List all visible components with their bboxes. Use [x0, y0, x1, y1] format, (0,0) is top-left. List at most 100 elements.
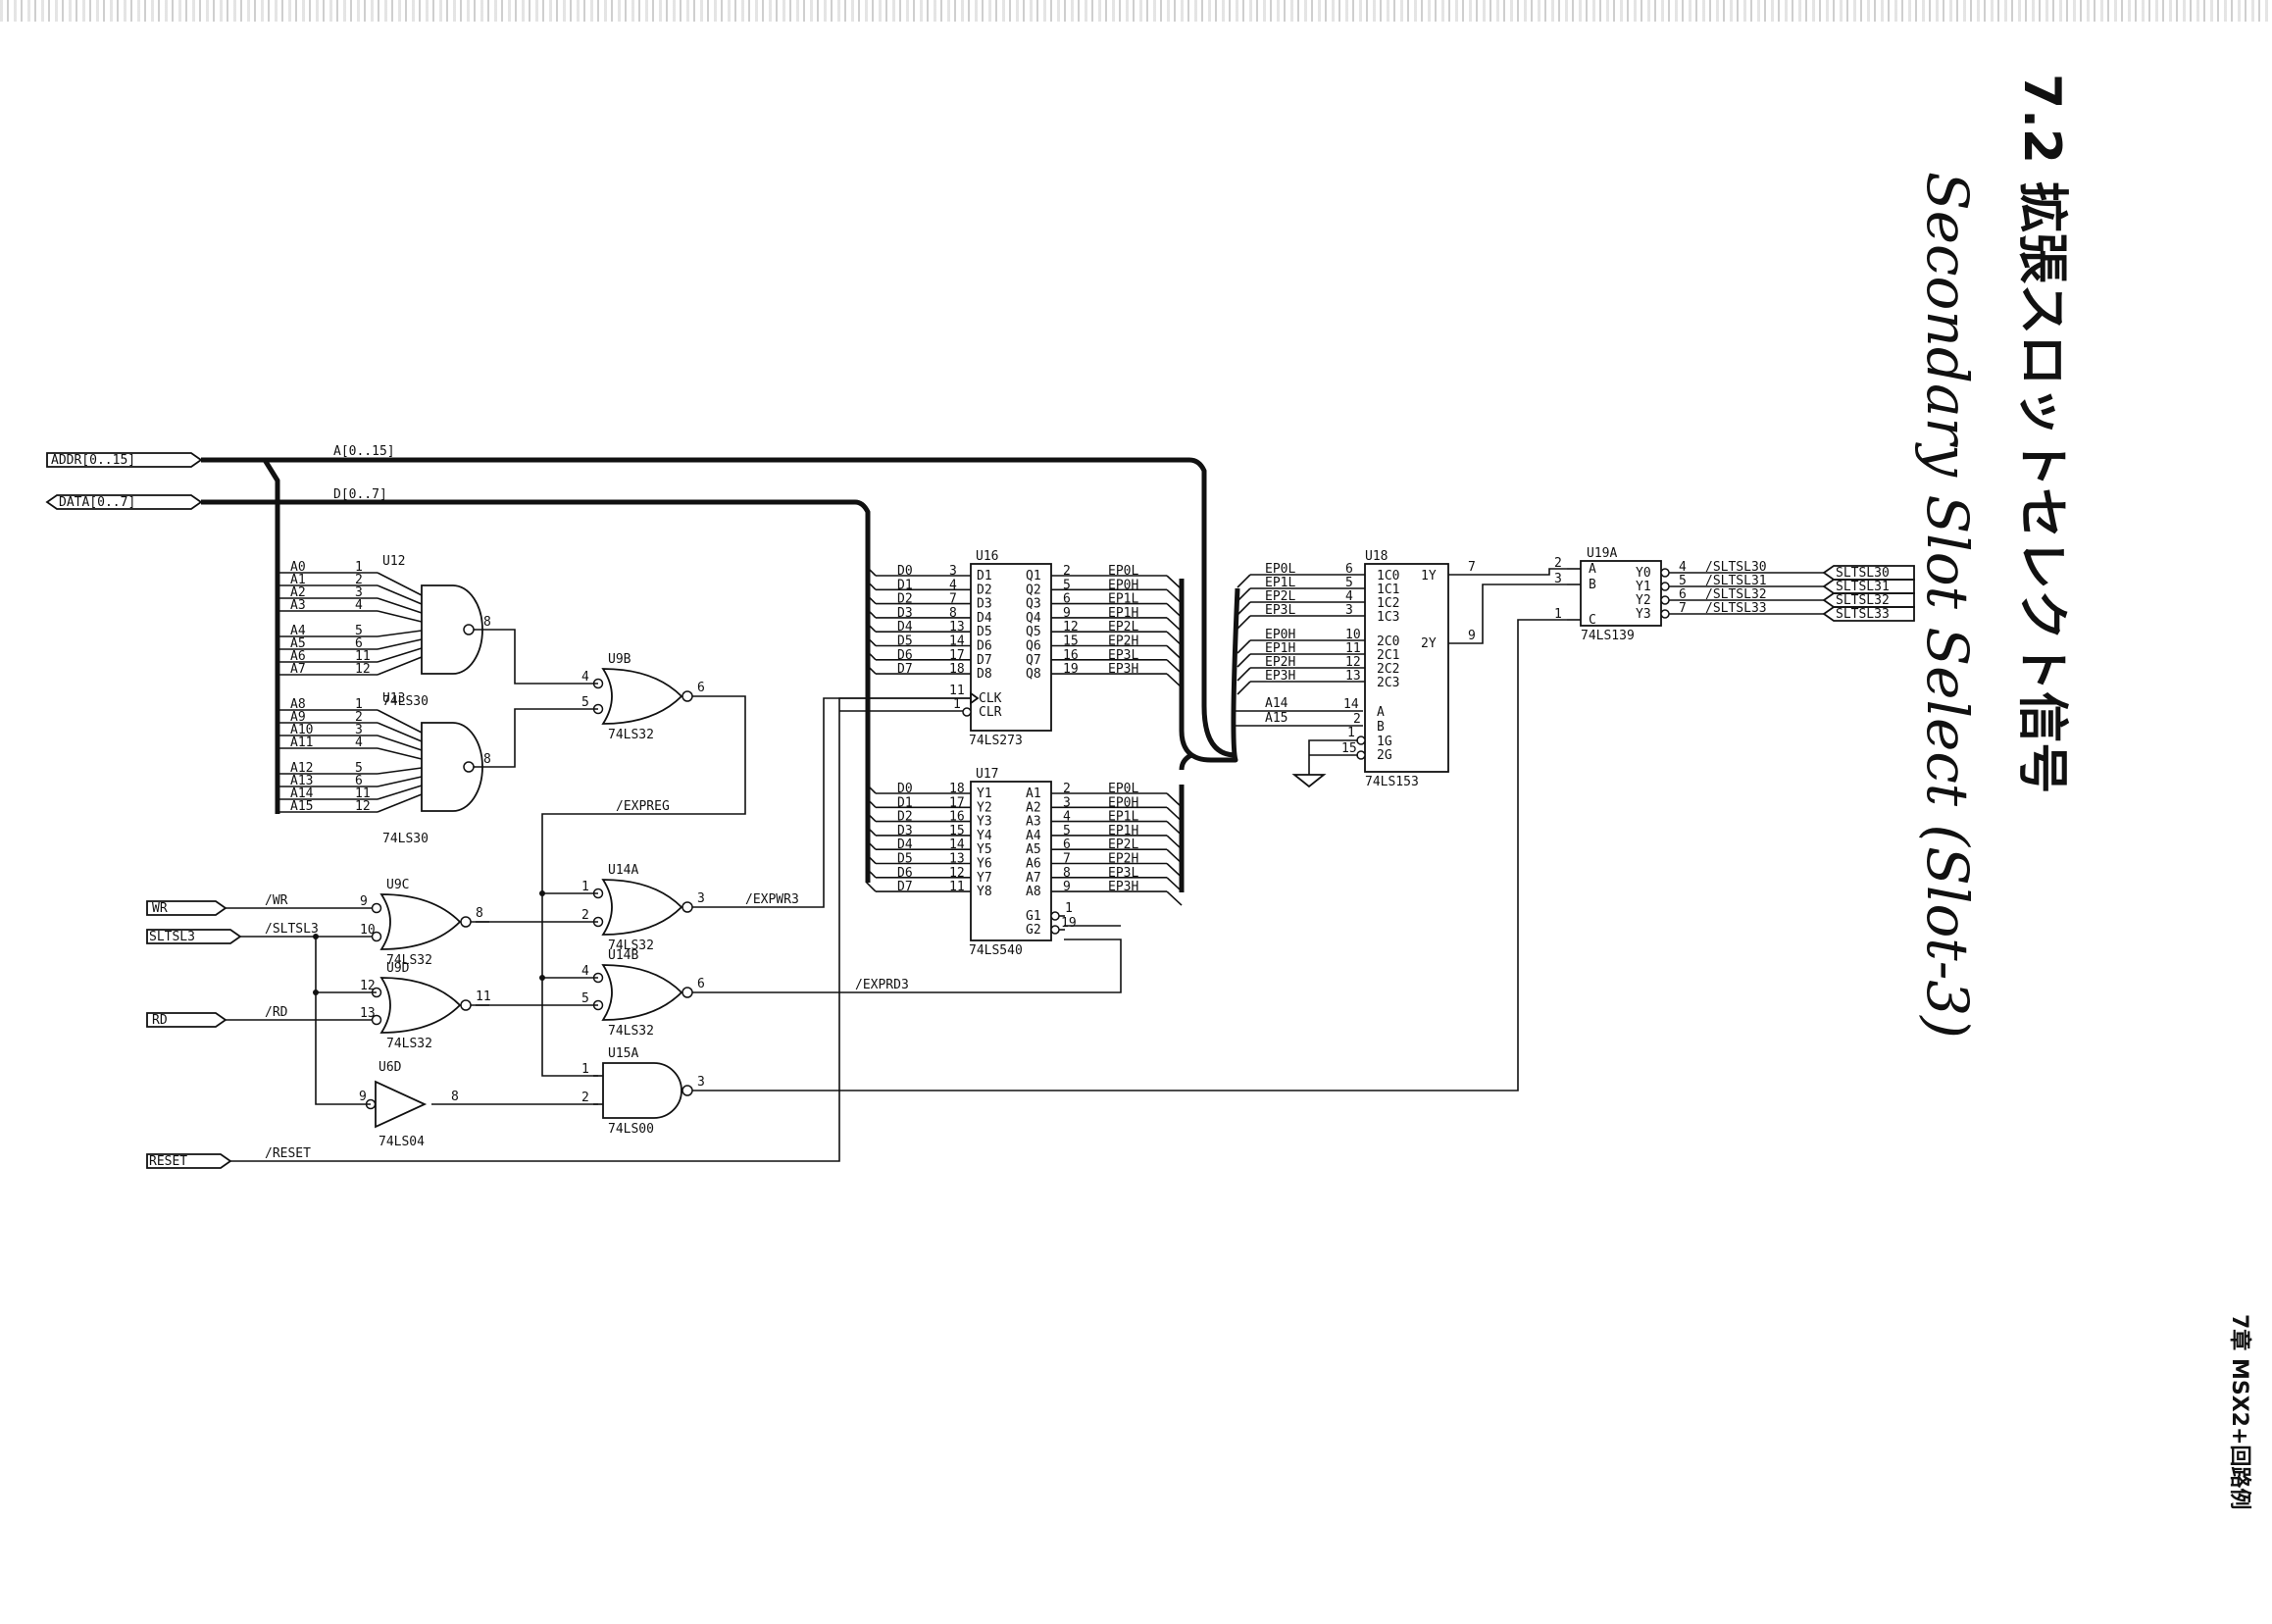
part-ref: U12 [382, 554, 405, 569]
bus-entry [865, 649, 877, 661]
pin-number: 10 [360, 923, 376, 938]
net-label: D6 [897, 866, 913, 881]
bus-entry [1237, 587, 1251, 602]
pin-name: Y2 [977, 800, 992, 815]
pin-number: 10 [1345, 628, 1361, 642]
net-label: /SLTSL30 [1705, 560, 1767, 575]
bus-entry [1166, 588, 1183, 604]
pin-number: 9 [359, 1090, 367, 1104]
part-type: 74LS30 [382, 832, 429, 846]
pin-name: Y8 [977, 885, 992, 899]
net-exprd3-label: /EXPRD3 [855, 978, 909, 992]
part-type: 74LS139 [1581, 629, 1635, 643]
bus-entry [1237, 639, 1251, 654]
bus-entry [1166, 631, 1183, 646]
pin-number: 6 [697, 977, 705, 991]
bus-entry [1237, 667, 1251, 682]
pin-number: 4 [581, 670, 589, 685]
part-type: 74LS32 [608, 939, 654, 953]
net-label: D2 [897, 592, 913, 607]
pin-number: 5 [1063, 578, 1071, 592]
ep-bus [1179, 579, 1240, 892]
part-ref: U16 [976, 549, 998, 564]
pin-number: 16 [949, 810, 965, 825]
pin-name: A2 [1026, 800, 1041, 815]
pin-number: 15 [1341, 741, 1357, 756]
pin-number: 3 [1554, 572, 1562, 586]
net-label: D3 [897, 606, 913, 621]
fan-line [377, 656, 423, 676]
inversion-bubble [1050, 911, 1060, 921]
net-label: EP1L [1108, 592, 1138, 607]
bus-entry [865, 634, 877, 647]
pin-number: 17 [949, 795, 965, 810]
net-label: D2 [897, 810, 913, 825]
net-label: EP3L [1108, 648, 1138, 663]
net-label: EP2H [1108, 852, 1138, 867]
pin-number: 5 [581, 991, 589, 1006]
net-label: D3 [897, 824, 913, 838]
net-a15-label: A15 [1265, 711, 1287, 726]
fan-line [377, 597, 423, 614]
port-addr-label: ADDR[0..15] [51, 453, 135, 468]
addr-bus-label: A[0..15] [333, 444, 395, 459]
ic-body [970, 781, 1052, 941]
logic-gates: 456U9B74LS329108U9C74LS32121311U9D74LS32… [359, 652, 711, 1149]
pin-number: 6 [355, 636, 363, 651]
part-type: 74LS273 [969, 734, 1023, 748]
inversion-bubble [371, 931, 382, 942]
net-label: EP0H [1108, 795, 1138, 810]
port-rd-label: RD [152, 1013, 168, 1028]
port-sltsl3: SLTSL3 /SLTSL3 [146, 922, 377, 944]
pin-number: 14 [949, 837, 965, 852]
pin-number: 4 [1345, 589, 1353, 604]
part-type: 74LS540 [969, 943, 1023, 958]
pin-name: Y3 [1636, 607, 1651, 622]
bus-entry [1166, 806, 1183, 822]
pin-number: 12 [1063, 620, 1079, 634]
inversion-bubble [1356, 736, 1366, 745]
pin-name: Y1 [977, 787, 992, 801]
fan-line [377, 776, 423, 787]
scan-noise-strip [0, 0, 2272, 22]
pin-number: 11 [355, 649, 371, 664]
pin-name: Y5 [977, 842, 992, 857]
address-pin-label: A10 [290, 723, 313, 737]
net-label: D0 [897, 564, 913, 579]
pin-number: 5 [1679, 574, 1687, 588]
pin-number: 3 [1063, 795, 1071, 810]
pin-number: 13 [949, 852, 965, 867]
pin-number: 8 [949, 606, 957, 621]
pin-number: 18 [949, 662, 965, 677]
net-label: EP0H [1108, 578, 1138, 592]
pin-name: D6 [977, 639, 992, 654]
ic-body [970, 563, 1052, 732]
net-label: EP1L [1265, 576, 1295, 590]
pin-number: 8 [451, 1090, 459, 1104]
part-type: 74LS30 [382, 694, 429, 709]
pin-name: D3 [977, 597, 992, 612]
pin-name: Q2 [1026, 583, 1041, 597]
bus-entry [865, 607, 877, 619]
clock-marker [970, 691, 980, 705]
pin-number: 11 [1345, 641, 1361, 656]
nand-gate-body [421, 722, 483, 812]
fan-line [377, 747, 423, 760]
net-label: EP1L [1108, 810, 1138, 825]
part-type: 74LS00 [608, 1122, 654, 1137]
pin-number: 12 [360, 979, 376, 993]
ic-body [1580, 560, 1662, 627]
part-ref: U9B [608, 652, 631, 667]
bus-entry [1166, 575, 1183, 590]
pin-name: 1C1 [1377, 583, 1399, 597]
pin-name: G1 [1026, 909, 1041, 924]
port-sltsl3-label: SLTSL3 [149, 930, 195, 944]
pin-number: 2 [1063, 782, 1071, 796]
pin-name: A6 [1026, 857, 1041, 872]
address-pin-label: A1 [290, 573, 306, 587]
pin-number: 17 [949, 648, 965, 663]
